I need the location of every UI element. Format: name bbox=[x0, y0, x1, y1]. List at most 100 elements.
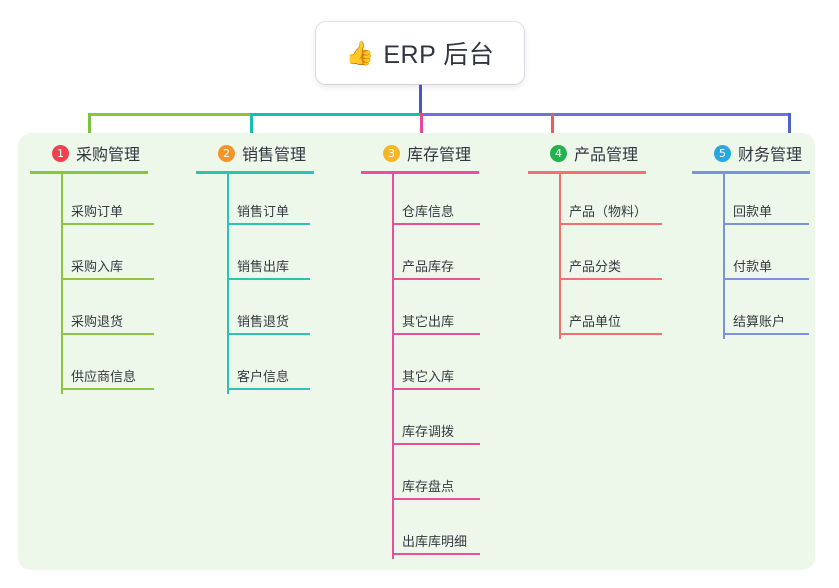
branch-spine bbox=[227, 174, 229, 394]
leaf-item-label: 付款单 bbox=[733, 259, 773, 274]
leaf-item-label: 结算账户 bbox=[733, 314, 786, 329]
leaf-item[interactable]: 客户信息 bbox=[196, 339, 314, 394]
leaf-item-underline bbox=[227, 278, 310, 280]
connector-drop-5 bbox=[788, 113, 791, 149]
leaf-item-label: 其它入库 bbox=[402, 369, 455, 384]
leaf-item-underline bbox=[723, 278, 809, 280]
root-title: ERP 后台 bbox=[383, 41, 495, 69]
leaf-item-label: 产品单位 bbox=[569, 314, 622, 329]
leaf-item[interactable]: 采购订单 bbox=[30, 174, 154, 229]
connector-trunk bbox=[419, 84, 422, 115]
leaf-item-underline bbox=[61, 223, 154, 225]
branch-header-4[interactable]: 4 产品管理 bbox=[528, 140, 646, 166]
branch-header-2[interactable]: 2 销售管理 bbox=[196, 140, 314, 166]
branch-header-5[interactable]: 5 财务管理 bbox=[692, 140, 810, 166]
branch-header-underline bbox=[361, 171, 479, 174]
leaf-item[interactable]: 销售出库 bbox=[196, 229, 314, 284]
branch-item-list: 产品（物料） 产品分类产品单位 bbox=[528, 174, 662, 339]
leaf-item[interactable]: 仓库信息 bbox=[361, 174, 480, 229]
leaf-item-underline bbox=[723, 333, 809, 335]
branch-spine bbox=[61, 174, 63, 394]
connector-bar-segment-2 bbox=[250, 113, 420, 116]
leaf-item[interactable]: 结算账户 bbox=[692, 284, 810, 339]
branch-title: 销售管理 bbox=[242, 147, 307, 164]
leaf-item[interactable]: 其它出库 bbox=[361, 284, 480, 339]
leaf-item-underline bbox=[61, 388, 154, 390]
branch-number-badge: 3 bbox=[383, 144, 400, 162]
leaf-item-underline bbox=[392, 388, 480, 390]
leaf-item[interactable]: 销售订单 bbox=[196, 174, 314, 229]
leaf-item-label: 销售退货 bbox=[237, 314, 290, 329]
leaf-item-underline bbox=[723, 223, 809, 225]
root-node[interactable]: 👍 ERP 后台 bbox=[316, 22, 524, 84]
connector-bar-segment-1 bbox=[88, 113, 250, 116]
branch-title: 产品管理 bbox=[574, 147, 639, 164]
branch-header-underline bbox=[30, 171, 148, 174]
connector-bar-segment-3 bbox=[420, 113, 790, 116]
branch-number-badge: 4 bbox=[550, 144, 567, 162]
leaf-item[interactable]: 库存调拨 bbox=[361, 394, 480, 449]
connector-drop-4 bbox=[551, 113, 554, 149]
thumbs-up-icon: 👍 bbox=[345, 39, 375, 66]
branches-panel bbox=[18, 133, 815, 570]
branch-header-underline bbox=[528, 171, 646, 174]
branch-column-5[interactable]: 5 财务管理回款单付款单结算账户 bbox=[692, 140, 810, 339]
leaf-item-label: 产品（物料） bbox=[569, 204, 648, 219]
leaf-item[interactable]: 产品分类 bbox=[528, 229, 662, 284]
connector-drop-2 bbox=[250, 113, 253, 149]
leaf-item-label: 库存调拨 bbox=[402, 424, 455, 439]
connector-drop-3 bbox=[420, 113, 423, 149]
leaf-item-label: 采购订单 bbox=[71, 204, 124, 219]
branch-header-1[interactable]: 1 采购管理 bbox=[30, 140, 148, 166]
branch-column-1[interactable]: 1 采购管理采购订单采购入库采购退货供应商信息 bbox=[30, 140, 154, 394]
leaf-item[interactable]: 回款单 bbox=[692, 174, 810, 229]
leaf-item-label: 采购入库 bbox=[71, 259, 124, 274]
leaf-item[interactable]: 产品库存 bbox=[361, 229, 480, 284]
leaf-item-underline bbox=[559, 333, 662, 335]
branch-item-list: 销售订单销售出库销售退货客户信息 bbox=[196, 174, 314, 394]
leaf-item-label: 出库库明细 bbox=[402, 534, 468, 549]
branch-item-list: 回款单付款单结算账户 bbox=[692, 174, 810, 339]
leaf-item[interactable]: 销售退货 bbox=[196, 284, 314, 339]
leaf-item-underline bbox=[392, 553, 480, 555]
leaf-item[interactable]: 产品单位 bbox=[528, 284, 662, 339]
branch-item-list: 采购订单采购入库采购退货供应商信息 bbox=[30, 174, 154, 394]
leaf-item-label: 采购退货 bbox=[71, 314, 124, 329]
leaf-item[interactable]: 其它入库 bbox=[361, 339, 480, 394]
leaf-item-label: 供应商信息 bbox=[71, 369, 137, 384]
leaf-item-label: 产品库存 bbox=[402, 259, 455, 274]
leaf-item[interactable]: 库存盘点 bbox=[361, 449, 480, 504]
leaf-item-label: 回款单 bbox=[733, 204, 773, 219]
leaf-item-underline bbox=[61, 333, 154, 335]
leaf-item[interactable]: 采购入库 bbox=[30, 229, 154, 284]
branch-title: 采购管理 bbox=[76, 147, 141, 164]
branch-item-list: 仓库信息产品库存其它出库其它入库库存调拨库存盘点出库库明细 bbox=[361, 174, 480, 559]
leaf-item-underline bbox=[61, 278, 154, 280]
branch-header-underline bbox=[692, 171, 810, 174]
branch-column-4[interactable]: 4 产品管理产品（物料） 产品分类产品单位 bbox=[528, 140, 662, 339]
leaf-item-label: 产品分类 bbox=[569, 259, 622, 274]
branch-spine bbox=[723, 174, 725, 339]
leaf-item-underline bbox=[227, 333, 310, 335]
leaf-item[interactable]: 采购退货 bbox=[30, 284, 154, 339]
leaf-item-underline bbox=[559, 223, 662, 225]
branch-number-badge: 1 bbox=[52, 144, 69, 162]
leaf-item-label: 其它出库 bbox=[402, 314, 455, 329]
leaf-item[interactable]: 供应商信息 bbox=[30, 339, 154, 394]
branch-number-badge: 2 bbox=[218, 144, 235, 162]
branch-spine bbox=[392, 174, 394, 559]
branch-title: 财务管理 bbox=[738, 147, 803, 164]
leaf-item-underline bbox=[392, 443, 480, 445]
connector-drop-1 bbox=[88, 113, 91, 149]
leaf-item[interactable]: 产品（物料） bbox=[528, 174, 662, 229]
branch-header-underline bbox=[196, 171, 314, 174]
branch-number-badge: 5 bbox=[714, 144, 731, 162]
leaf-item-label: 销售出库 bbox=[237, 259, 290, 274]
leaf-item[interactable]: 出库库明细 bbox=[361, 504, 480, 559]
branch-column-2[interactable]: 2 销售管理销售订单销售出库销售退货客户信息 bbox=[196, 140, 314, 394]
leaf-item-label: 客户信息 bbox=[237, 369, 290, 384]
leaf-item[interactable]: 付款单 bbox=[692, 229, 810, 284]
